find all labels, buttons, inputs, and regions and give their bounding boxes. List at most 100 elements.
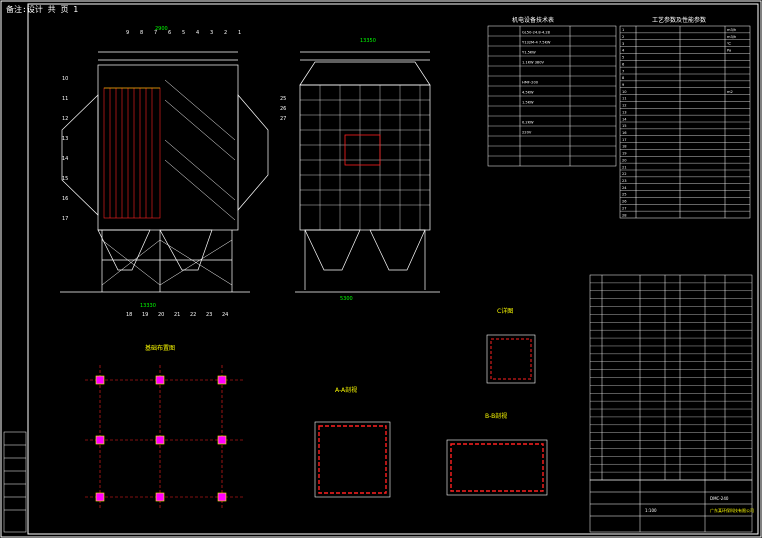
title-block-scale: 1:100 — [645, 508, 657, 513]
front-view — [60, 51, 269, 293]
table-cell: 17 — [622, 138, 627, 142]
table-cell: 2 — [622, 35, 624, 39]
callout-number: 13 — [62, 136, 68, 142]
callout-number: 19 — [142, 312, 148, 318]
table-cell: 5 — [622, 56, 624, 60]
table-cell: HMF-200 — [522, 81, 539, 85]
table-cell: 3 — [622, 42, 624, 46]
callout-number: 18 — [126, 312, 132, 318]
side-dim-top: 13350 — [360, 38, 376, 44]
table-cell: 24 — [622, 186, 627, 190]
title-block — [589, 479, 753, 533]
callout-number: 12 — [62, 116, 68, 122]
equipment-table-title: 机电设备技术表 — [512, 16, 554, 24]
table-cell: 21 — [622, 165, 627, 169]
table-cell: 25 — [622, 193, 627, 197]
table-cell: 220V — [522, 131, 532, 135]
table-cell: 11 — [622, 97, 627, 101]
table-cell: 22 — [622, 172, 627, 176]
table-cell: 9 — [622, 83, 625, 87]
process-table-title: 工艺参数及性能参数 — [652, 16, 706, 24]
detail-title: C详图 — [497, 307, 513, 315]
table-cell: ℃ — [727, 42, 731, 46]
table-cell: 8 — [622, 76, 625, 80]
callout-number: 15 — [62, 176, 68, 182]
callout-number: 20 — [158, 312, 164, 318]
section-a — [314, 421, 391, 498]
front-dim-top: 2900 — [155, 26, 168, 32]
table-cell: 19 — [622, 152, 627, 156]
callout-number: 6 — [168, 30, 171, 36]
side-dim-bottom: 5300 — [340, 296, 353, 302]
front-filter-bags — [103, 87, 161, 219]
table-cell: 10 — [622, 90, 627, 94]
callout-number: 3 — [210, 30, 213, 36]
table-cell: Y132M-4 7.5KW — [522, 41, 551, 45]
callout-number: 16 — [62, 196, 68, 202]
section-b-title: B-B剖视 — [485, 412, 507, 420]
table-cell: 27 — [622, 206, 627, 210]
callout-number: 27 — [280, 116, 286, 122]
foundation-plan — [85, 365, 245, 510]
table-cell: 1.1KW 380V — [522, 61, 544, 65]
table-cell: 7 — [622, 69, 624, 73]
callout-number: 11 — [62, 96, 68, 102]
callout-number: 25 — [280, 96, 286, 102]
callout-number: 26 — [280, 106, 286, 112]
plan-title: 基础布置图 — [145, 344, 175, 352]
table-cell: 1.5KW — [522, 101, 534, 105]
table-cell: 6 — [622, 62, 625, 66]
callout-number: 21 — [174, 312, 180, 318]
callout-number: 14 — [62, 156, 68, 162]
table-cell: 20 — [622, 158, 627, 162]
table-cell: 15 — [622, 124, 627, 128]
table-cell: GL50-24.8-4.28 — [522, 31, 551, 35]
callout-number: 4 — [196, 30, 199, 36]
callout-number: 24 — [222, 312, 228, 318]
table-cell: 4 — [622, 49, 625, 53]
table-cell: 28 — [622, 213, 627, 217]
front-staircase — [164, 79, 236, 221]
table-cell: Pa — [727, 49, 731, 53]
table-cell: 26 — [622, 200, 627, 204]
section-b — [446, 439, 548, 496]
callout-number: 1 — [238, 30, 241, 36]
table-cell: 4.5KW — [522, 91, 534, 95]
revision-block — [3, 431, 27, 533]
table-cell: 12 — [622, 104, 627, 108]
table-cell: 13 — [622, 110, 627, 114]
callout-number: 2 — [224, 30, 227, 36]
table-cell: 0.2KW — [522, 121, 534, 125]
callout-number: 7 — [154, 30, 157, 36]
header-note: 备注:设计 共 页 1 — [6, 5, 79, 14]
table-cell: 18 — [622, 145, 627, 149]
side-view — [295, 51, 440, 293]
table-cell: Y1.5KW — [522, 51, 536, 55]
title-block-drawing-no: DMC-240 — [710, 496, 729, 501]
table-cell: 23 — [622, 179, 627, 183]
callout-number: 22 — [190, 312, 196, 318]
callout-number: 8 — [140, 30, 143, 36]
title-block-company: 广东某环保科技有限公司 — [710, 507, 754, 513]
table-cell: m3/h — [727, 35, 736, 39]
callout-number: 5 — [182, 30, 185, 36]
side-view-inlet-square — [344, 134, 381, 166]
section-a-title: A-A剖视 — [335, 386, 357, 394]
callout-number: 9 — [126, 30, 129, 36]
callout-number: 17 — [62, 216, 68, 222]
callout-number: 23 — [206, 312, 212, 318]
detail-c — [486, 334, 536, 384]
front-dim-bottom: 13330 — [140, 303, 156, 309]
inner-border — [27, 3, 759, 535]
table-cell: 1 — [622, 28, 624, 32]
table-cell: m2 — [727, 90, 733, 94]
callout-number: 10 — [62, 76, 68, 82]
table-cell: m3/h — [727, 28, 736, 32]
parts-list-rows — [590, 282, 752, 473]
table-cell: 14 — [622, 117, 627, 121]
